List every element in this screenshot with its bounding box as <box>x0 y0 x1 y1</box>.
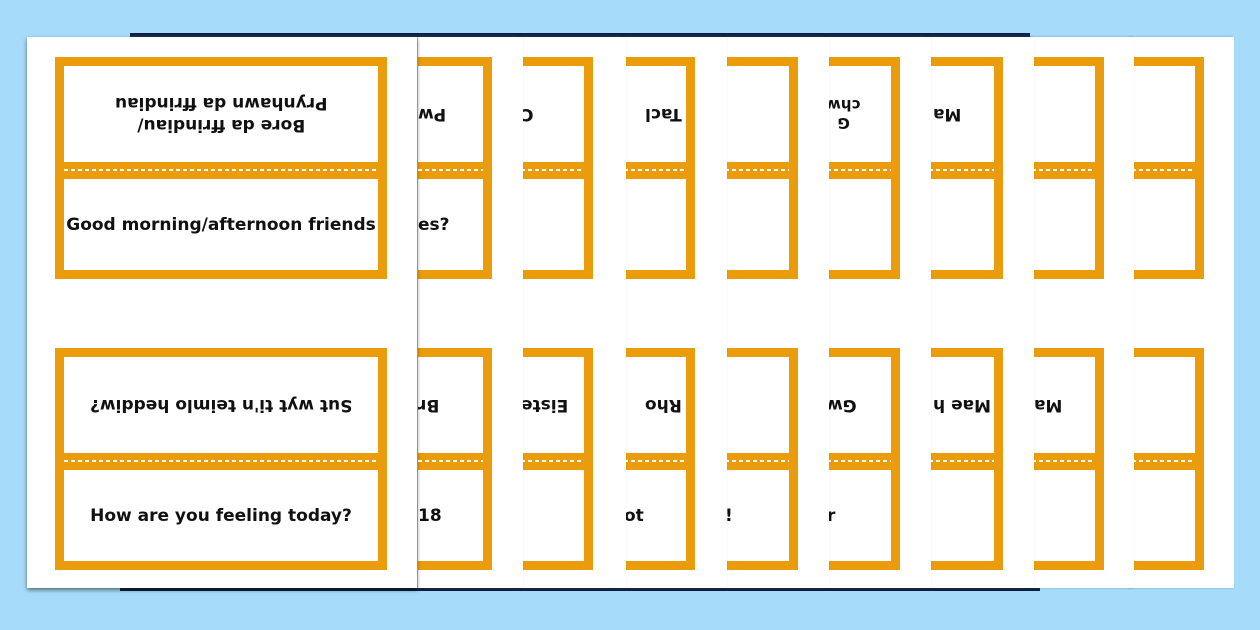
fold-line <box>64 162 378 179</box>
fold-line <box>929 453 994 470</box>
flashcard-top <box>725 57 798 279</box>
welsh-text: Gw <box>827 395 857 415</box>
fold-line <box>64 453 378 470</box>
flashcard-greeting: Bore da ffrindiau/ Prynhawn da ffrindiau… <box>55 57 387 279</box>
fold-line <box>624 162 686 179</box>
english-text: 18 <box>418 505 442 526</box>
english-text: ! <box>725 505 733 526</box>
english-text: Good morning/afternoon friends <box>66 214 376 235</box>
welsh-text: Rho <box>645 395 682 415</box>
fold-line <box>1032 453 1095 470</box>
flashcard-bottom: Eiste <box>521 348 593 570</box>
flashcard-bottom: Rho ot <box>624 348 695 570</box>
stacked-sheet-5: G chw Gw r <box>824 37 931 588</box>
welsh-text: Pw <box>418 104 447 124</box>
stacked-sheet-4: ! <box>722 37 829 588</box>
sheet-stack-shadow-bottom <box>120 586 1040 591</box>
fold-line <box>827 162 891 179</box>
stacked-sheet-3: Tacl Rho ot <box>621 37 727 588</box>
stacked-sheet-6: Ma Mae h <box>926 37 1034 588</box>
welsh-text: Ma <box>1034 395 1063 415</box>
fold-line <box>521 162 584 179</box>
flashcard-top <box>1032 57 1104 279</box>
english-text: ot <box>624 505 644 526</box>
flashcard-bottom: Br 18 <box>418 348 492 570</box>
welsh-text: G chw <box>827 96 861 132</box>
flashcard-bottom <box>1132 348 1204 570</box>
flashcard-top: G chw <box>827 57 900 279</box>
stacked-sheet-1: Pw es? Br 18 <box>415 37 523 588</box>
english-text: es? <box>418 214 450 235</box>
flashcard-bottom: ! <box>725 348 798 570</box>
welsh-text: Mae h <box>933 395 991 415</box>
fold-line <box>418 453 483 470</box>
english-text: r <box>827 505 836 526</box>
sheet-stack-shadow-top <box>130 33 1030 38</box>
fold-line <box>827 453 891 470</box>
flashcard-bottom: Gw r <box>827 348 900 570</box>
stacked-sheet-2: C Eiste <box>518 37 626 588</box>
welsh-text: Bore da ffrindiau/ Prynhawn da ffrindiau <box>114 93 328 135</box>
fold-line <box>725 453 789 470</box>
fold-line <box>418 162 483 179</box>
fold-line <box>1032 162 1095 179</box>
flashcard-feeling: Sut wyt ti'n teimlo heddiw? How are you … <box>55 348 387 570</box>
flashcard-top: Pw es? <box>418 57 492 279</box>
welsh-text: Br <box>418 395 440 415</box>
stacked-sheet-8 <box>1129 37 1234 588</box>
flashcard-top <box>1132 57 1204 279</box>
fold-line <box>521 453 584 470</box>
flashcard-bottom: Mae h <box>929 348 1003 570</box>
flashcard-top: Ma <box>929 57 1003 279</box>
flashcard-bottom: Ma <box>1032 348 1104 570</box>
fold-line <box>725 162 789 179</box>
front-sheet: Bore da ffrindiau/ Prynhawn da ffrindiau… <box>27 37 417 588</box>
fold-line <box>1132 162 1195 179</box>
welsh-text: Tacl <box>645 104 682 124</box>
welsh-text: Sut wyt ti'n teimlo heddiw? <box>89 395 353 415</box>
welsh-text: Eiste <box>521 395 569 415</box>
fold-line <box>624 453 686 470</box>
stacked-sheet-7: Ma <box>1029 37 1134 588</box>
flashcard-top: Tacl <box>624 57 695 279</box>
english-text: How are you feeling today? <box>90 505 352 526</box>
fold-line <box>1132 453 1195 470</box>
flashcard-top: C <box>521 57 593 279</box>
fold-line <box>929 162 994 179</box>
welsh-text: Ma <box>933 104 962 124</box>
